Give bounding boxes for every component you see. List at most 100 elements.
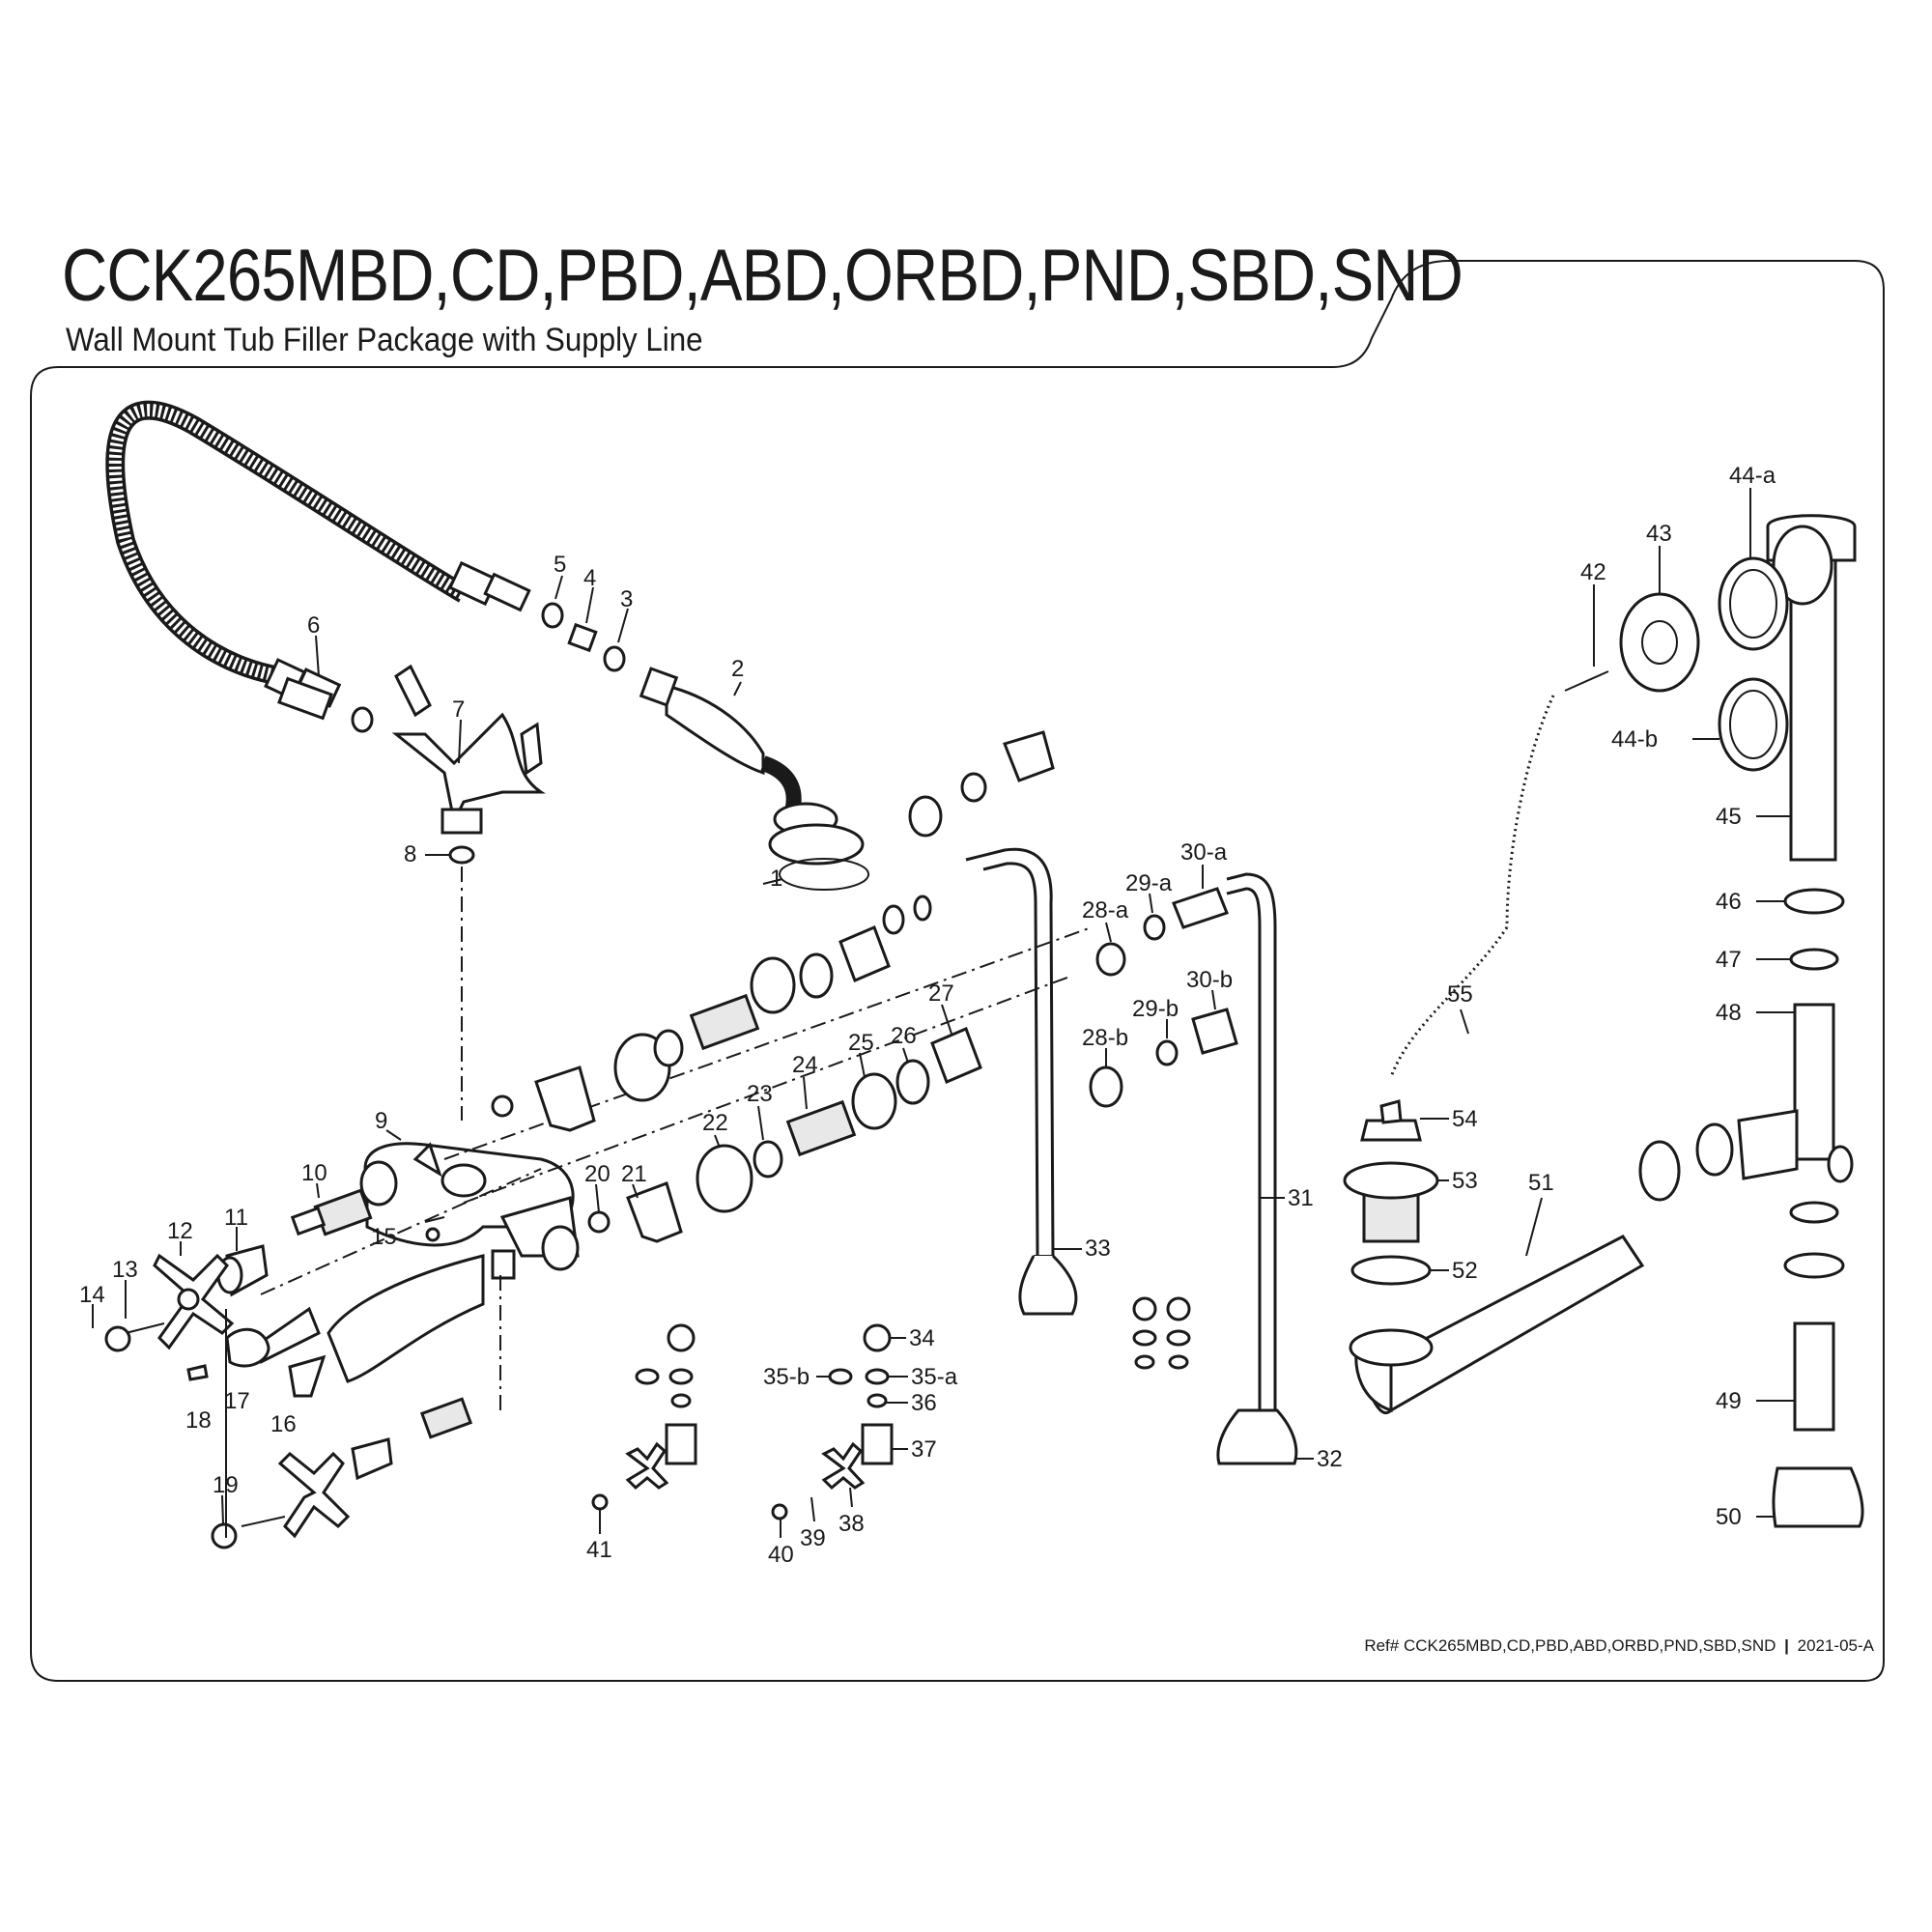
washer-top <box>960 772 987 803</box>
callout-31: 31 <box>1288 1185 1314 1211</box>
fitting-part-30-a <box>1172 887 1229 929</box>
callout-35-a: 35-a <box>911 1364 958 1390</box>
callout-51: 51 <box>1528 1170 1554 1196</box>
flange-ring-part-25 <box>851 1072 897 1130</box>
washer-part-29-b <box>1155 1039 1179 1066</box>
callout-3: 3 <box>620 586 633 612</box>
screw-part-15 <box>425 1227 440 1242</box>
nut-part-46 <box>1783 888 1845 915</box>
shut-off-valve-left <box>591 1323 697 1511</box>
nut-part-27 <box>930 1027 982 1084</box>
ring-part-26 <box>895 1059 930 1105</box>
callout-15: 15 <box>371 1224 397 1250</box>
callout-39: 39 <box>800 1525 826 1551</box>
reference-date: 2021-05-A <box>1797 1636 1874 1655</box>
gasket-part-52 <box>1350 1255 1432 1286</box>
washer-drain <box>1695 1122 1734 1177</box>
cartridge-part-10 <box>313 1188 373 1236</box>
washer-part-47 <box>1789 948 1839 971</box>
callout-33: 33 <box>1085 1236 1111 1262</box>
callout-44-a: 44-a <box>1729 463 1776 489</box>
fitting-part-4 <box>567 622 598 653</box>
ring-upper <box>799 952 834 999</box>
callout-9: 9 <box>375 1108 387 1134</box>
nut-upper <box>838 925 891 982</box>
diagram-subtitle: Wall Mount Tub Filler Package with Suppl… <box>66 322 703 358</box>
callout-16: 16 <box>270 1411 297 1437</box>
reference-separator: | <box>1784 1636 1789 1655</box>
callout-43: 43 <box>1646 521 1672 547</box>
drain-body-part-53 <box>1362 1191 1420 1243</box>
shut-off-valve-right <box>771 1323 894 1520</box>
callout-52: 52 <box>1452 1258 1478 1284</box>
assembly-axis-lower <box>463 975 1073 1204</box>
callout-25: 25 <box>848 1030 874 1056</box>
floor-flange-part-33 <box>1018 1254 1078 1316</box>
washer-small-upper <box>882 904 905 935</box>
flange-ring-upper <box>750 956 796 1014</box>
callout-34: 34 <box>909 1325 935 1351</box>
callout-54: 54 <box>1452 1106 1478 1132</box>
callout-30-a: 30-a <box>1180 839 1228 866</box>
callout-10: 10 <box>301 1160 327 1186</box>
screw-part-13 <box>125 1322 165 1334</box>
washer-part-29-a <box>1143 914 1166 941</box>
callout-28-b: 28-b <box>1082 1025 1128 1051</box>
cartridge-lower <box>419 1397 473 1439</box>
washer-part-20 <box>587 1210 611 1234</box>
o-ring-upper <box>653 1029 684 1067</box>
callout-12: 12 <box>167 1218 193 1244</box>
flange-part-50 <box>1772 1466 1864 1528</box>
faucet-body-part-9 <box>327 1142 580 1383</box>
callout-18: 18 <box>185 1407 212 1434</box>
callout-30-b: 30-b <box>1186 967 1233 993</box>
washer-part-8 <box>448 845 475 865</box>
callout-53: 53 <box>1452 1168 1478 1194</box>
reference-number: Ref# CCK265MBD,CD,PBD,ABD,ORBD,PND,SBD,S… <box>1364 1636 1776 1655</box>
nut-drain <box>1638 1140 1681 1202</box>
callout-labels: 1 2 3 4 5 6 7 8 9 10 11 12 13 14 15 16 1… <box>79 463 1776 1568</box>
callout-29-a: 29-a <box>1125 870 1173 896</box>
washer-part-5 <box>541 602 564 629</box>
callout-5: 5 <box>554 552 566 578</box>
tailpiece-part-49 <box>1793 1321 1835 1432</box>
callout-22: 22 <box>702 1110 728 1136</box>
hub-part-17 <box>225 1327 270 1368</box>
threaded-nipple-upper <box>689 993 760 1051</box>
callout-26: 26 <box>891 1023 917 1049</box>
callout-4: 4 <box>583 565 596 591</box>
callout-24: 24 <box>792 1052 818 1078</box>
washer-part-6 <box>351 706 374 733</box>
overflow-tube-part-45 <box>1766 514 1857 862</box>
callout-36: 36 <box>911 1390 937 1416</box>
callout-44-b: 44-b <box>1611 726 1658 753</box>
callout-21: 21 <box>621 1161 647 1187</box>
callout-1: 1 <box>770 866 782 892</box>
reference-footer: Ref# CCK265MBD,CD,PBD,ABD,ORBD,PND,SBD,S… <box>1364 1636 1874 1656</box>
set-screw-part-18 <box>186 1364 209 1381</box>
callout-29-b: 29-b <box>1132 996 1179 1022</box>
index-button-part-14 <box>104 1325 131 1352</box>
callout-50: 50 <box>1716 1504 1742 1530</box>
hose-holder-part-7 <box>391 664 546 835</box>
hand-shower-part-2 <box>639 667 865 866</box>
callout-32: 32 <box>1317 1446 1343 1472</box>
leader-lines <box>92 488 1795 1538</box>
callout-13: 13 <box>112 1257 138 1283</box>
callout-11: 11 <box>224 1205 248 1231</box>
handle-part-38 <box>821 1441 866 1491</box>
callout-49: 49 <box>1716 1388 1742 1414</box>
screw-part-42 <box>1564 670 1609 692</box>
o-ring-part-1 <box>779 858 869 891</box>
callout-27: 27 <box>928 980 954 1007</box>
hose-connector-part-6 <box>277 676 333 721</box>
callout-14: 14 <box>79 1282 105 1308</box>
o-ring-small-upper <box>913 895 932 922</box>
screw-lower <box>241 1516 286 1527</box>
supply-pipe-part-33 <box>965 847 1055 1257</box>
assembly-axis-upper <box>443 926 1093 1160</box>
callout-6: 6 <box>307 612 320 639</box>
o-ring-part-23 <box>753 1140 783 1179</box>
index-button-part-19 <box>211 1522 238 1549</box>
